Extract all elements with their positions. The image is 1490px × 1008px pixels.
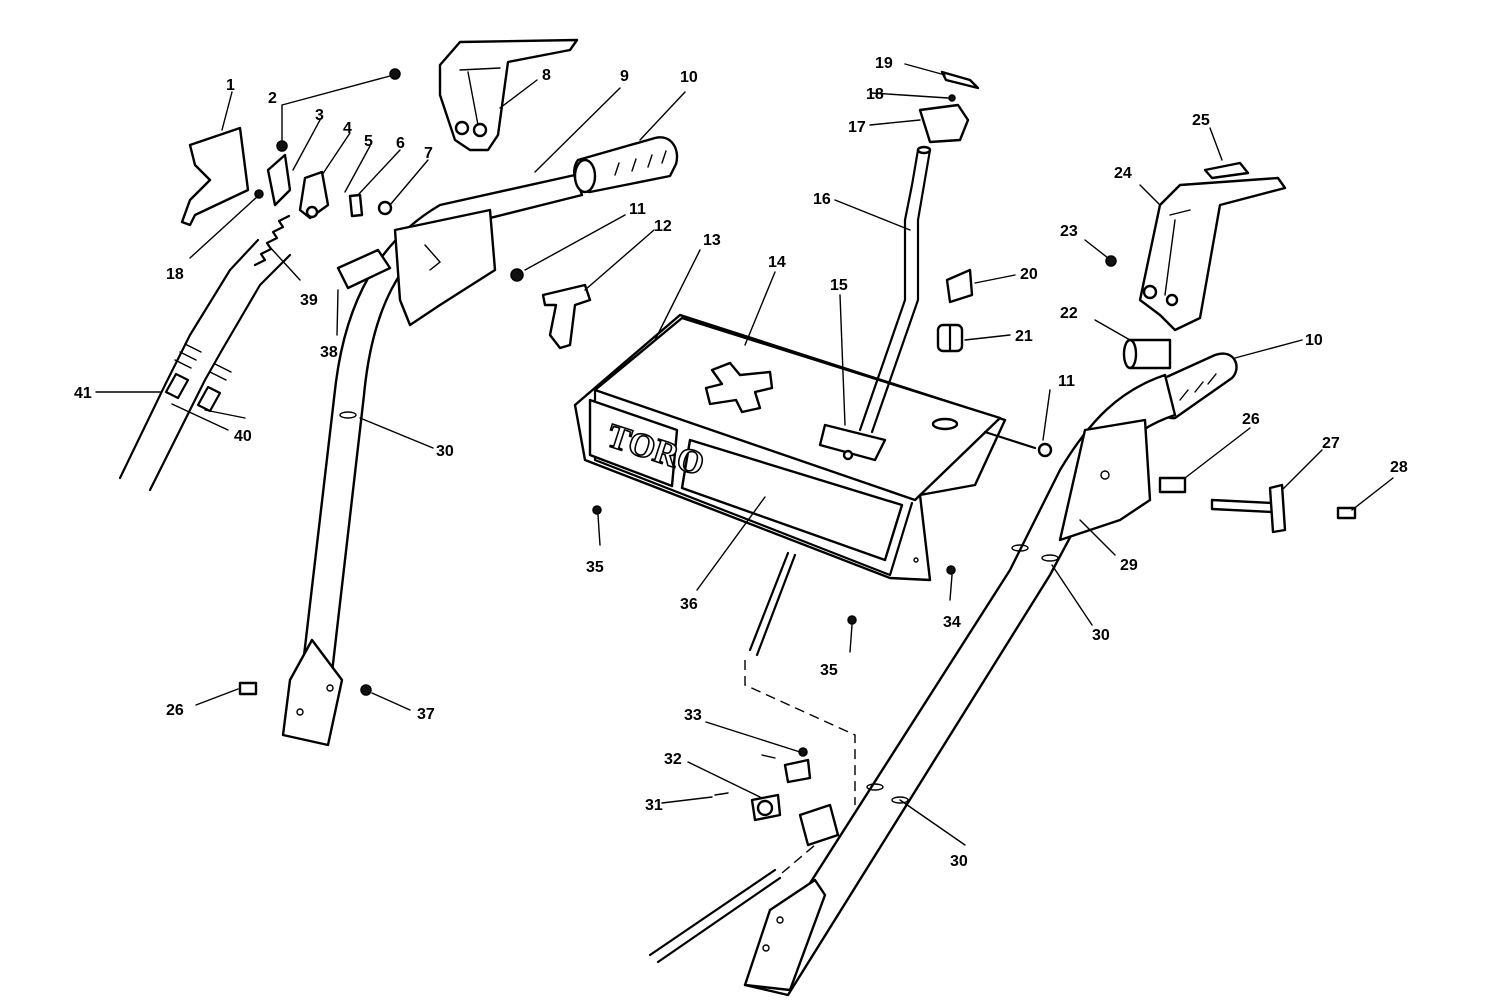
callout-9: 9	[620, 68, 629, 85]
callout-28: 28	[1390, 459, 1408, 476]
right-handle-bracket	[1105, 161, 1287, 332]
callout-37: 37	[417, 706, 435, 723]
callout-35-bottom: 35	[820, 662, 838, 679]
callout-38: 38	[320, 344, 338, 361]
spacer-22	[1122, 338, 1172, 370]
callout-8: 8	[542, 67, 551, 84]
callout-21: 21	[1015, 328, 1033, 345]
callout-39: 39	[300, 292, 318, 309]
control-spring	[253, 214, 291, 267]
control-panel: TORO	[573, 313, 1007, 582]
callout-1: 1	[226, 77, 235, 94]
callout-23: 23	[1060, 223, 1078, 240]
callout-11-right: 11	[1058, 373, 1075, 390]
callout-25: 25	[1192, 112, 1210, 129]
callout-5: 5	[364, 133, 373, 150]
callout-30-left: 30	[436, 443, 454, 460]
leader-lines	[95, 63, 1394, 846]
callout-26-left: 26	[166, 702, 184, 719]
callout-22: 22	[1060, 305, 1078, 322]
callout-34: 34	[943, 614, 961, 631]
callout-13: 13	[703, 232, 721, 249]
callout-33: 33	[684, 707, 702, 724]
right-handle-tube	[743, 373, 1177, 997]
callout-18-top: 18	[866, 86, 884, 103]
key-switch	[936, 268, 974, 353]
shift-lever-12	[510, 268, 592, 350]
shift-knob	[918, 70, 980, 144]
callout-14: 14	[768, 254, 786, 271]
callout-3: 3	[315, 107, 324, 124]
fasteners	[238, 411, 1059, 804]
callout-20: 20	[1020, 266, 1038, 283]
callout-24: 24	[1114, 165, 1132, 182]
shield-plate	[180, 126, 250, 227]
callout-35-left: 35	[586, 559, 604, 576]
callout-11-left: 11	[629, 201, 646, 218]
callout-30-bottom: 30	[950, 853, 968, 870]
callout-12: 12	[654, 218, 672, 235]
left-handle-bracket	[438, 38, 579, 152]
lower-shift-rod	[648, 551, 856, 964]
callout-10-left: 10	[680, 69, 698, 86]
callout-7: 7	[424, 145, 433, 162]
right-hardware	[1158, 476, 1357, 534]
callout-16: 16	[813, 191, 831, 208]
left-mount-plate	[393, 208, 497, 327]
callout-31: 31	[645, 797, 663, 814]
callout-labels: 1 2 3 4 5 6 7 8 9 10 10 11 11 12 13 14 1…	[74, 55, 1408, 870]
left-grip	[573, 136, 679, 194]
callout-30-right: 30	[1092, 627, 1110, 644]
callout-18-left: 18	[166, 266, 184, 283]
callout-29: 29	[1120, 557, 1138, 574]
throttle-levers	[254, 68, 401, 220]
callout-26-right: 26	[1242, 411, 1260, 428]
shift-rod	[858, 145, 932, 434]
callout-19: 19	[875, 55, 893, 72]
callout-10-right: 10	[1305, 332, 1323, 349]
callout-41: 41	[74, 385, 92, 402]
callout-4: 4	[343, 120, 352, 137]
callout-6: 6	[396, 135, 405, 152]
callout-32: 32	[664, 751, 682, 768]
callout-15: 15	[830, 277, 848, 294]
callout-2: 2	[268, 90, 277, 107]
control-cables	[118, 238, 292, 492]
callout-17: 17	[848, 119, 866, 136]
decal-38	[336, 248, 392, 290]
right-bolt-11	[983, 430, 1053, 458]
callout-36: 36	[680, 596, 698, 613]
callout-40: 40	[234, 428, 252, 445]
callout-27: 27	[1322, 435, 1340, 452]
